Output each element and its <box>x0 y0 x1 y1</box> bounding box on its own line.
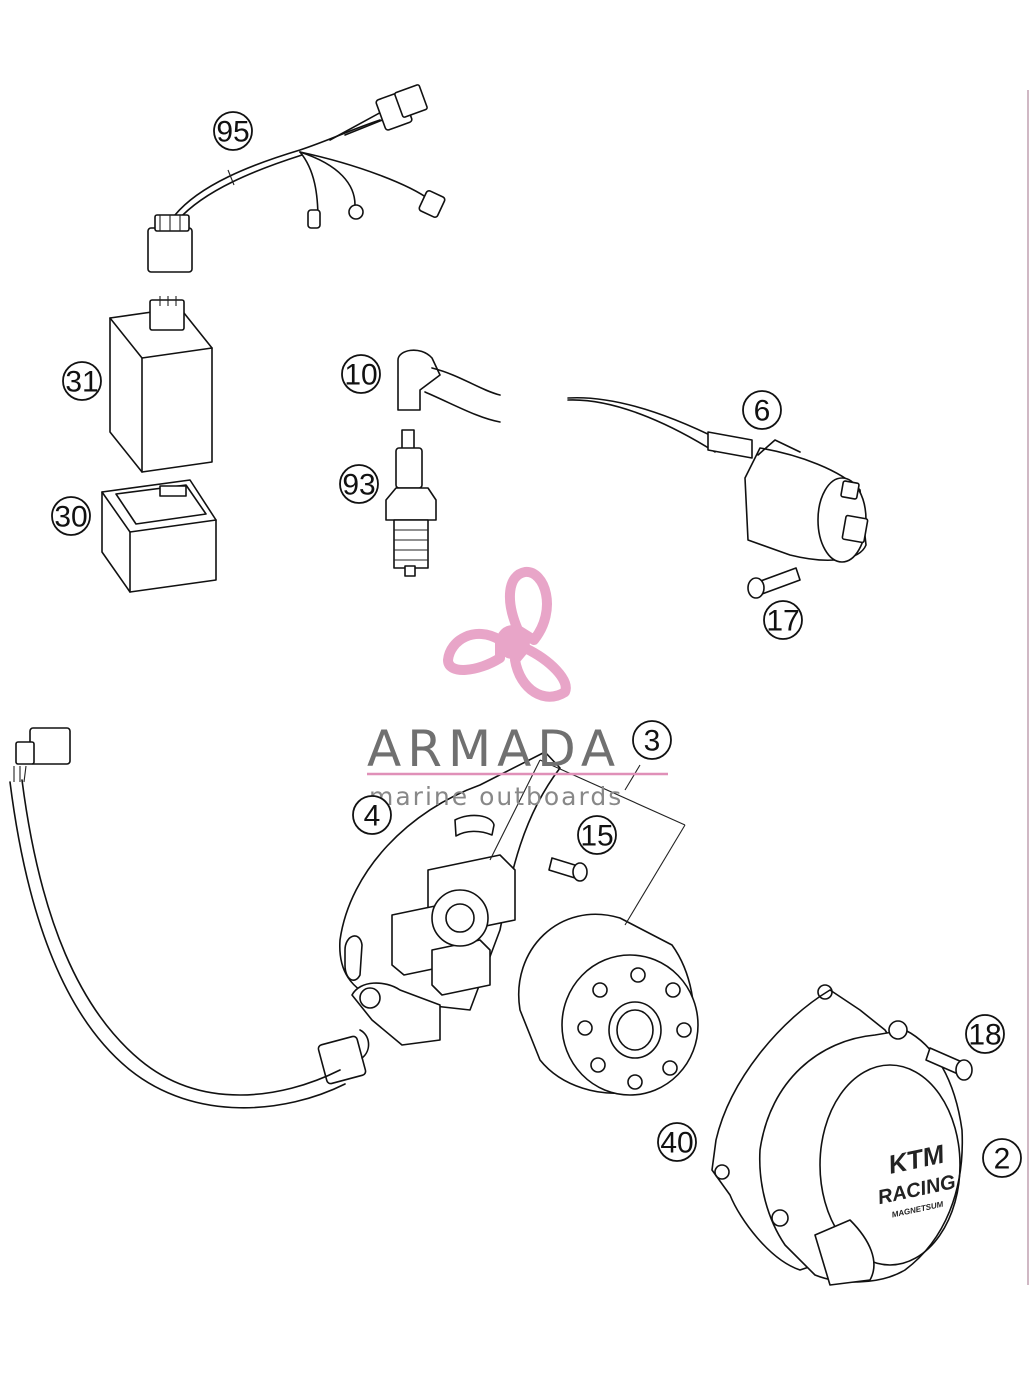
cdi-holder-part <box>101 479 217 593</box>
callout-95: 95 <box>213 111 253 151</box>
watermark-tagline: marine outboards <box>369 782 623 811</box>
coil-screw-part <box>747 567 801 599</box>
ignition-cover-part: KTM RACING MAGNETSUM <box>758 1020 964 1286</box>
cdi-unit-part <box>109 296 213 473</box>
svg-text:31: 31 <box>65 366 98 399</box>
svg-text:15: 15 <box>580 820 613 853</box>
propeller-hub-icon <box>496 625 530 659</box>
callout-31: 31 <box>62 361 102 401</box>
callout-10: 10 <box>341 354 381 394</box>
callout-30: 30 <box>51 496 91 536</box>
stator-screw-part <box>548 857 588 882</box>
spark-plug-part <box>385 429 437 577</box>
svg-text:4: 4 <box>364 800 381 833</box>
callout-93: 93 <box>339 464 379 504</box>
callout-18: 18 <box>965 1014 1005 1054</box>
svg-text:6: 6 <box>754 395 771 428</box>
callout-4: 4 <box>352 795 392 835</box>
wiring-harness-part <box>147 84 446 273</box>
callout-15: 15 <box>577 815 617 855</box>
svg-text:95: 95 <box>216 116 249 149</box>
stator-part <box>9 727 561 1109</box>
svg-text:2: 2 <box>994 1143 1011 1176</box>
watermark-name: ARMADA <box>367 720 621 778</box>
cover-screw-part <box>925 1047 973 1081</box>
svg-text:30: 30 <box>54 501 87 534</box>
callout-40: 40 <box>657 1122 697 1162</box>
flywheel-rotor-part <box>517 913 699 1096</box>
callout-2: 2 <box>982 1138 1022 1178</box>
svg-text:18: 18 <box>968 1019 1001 1052</box>
callout-6: 6 <box>742 390 782 430</box>
svg-text:17: 17 <box>766 605 799 638</box>
svg-text:40: 40 <box>660 1127 693 1160</box>
svg-text:93: 93 <box>342 469 375 502</box>
spark-plug-cap-part <box>397 349 721 453</box>
callout-3: 3 <box>632 720 672 760</box>
ignition-coil-part <box>707 431 869 563</box>
callout-17: 17 <box>763 600 803 640</box>
propeller-logo-icon <box>443 567 571 702</box>
svg-text:10: 10 <box>344 359 377 392</box>
armada-watermark: ARMADA marine outboards <box>367 567 668 811</box>
rotor-leader-lines <box>489 759 686 926</box>
svg-text:3: 3 <box>644 725 661 758</box>
